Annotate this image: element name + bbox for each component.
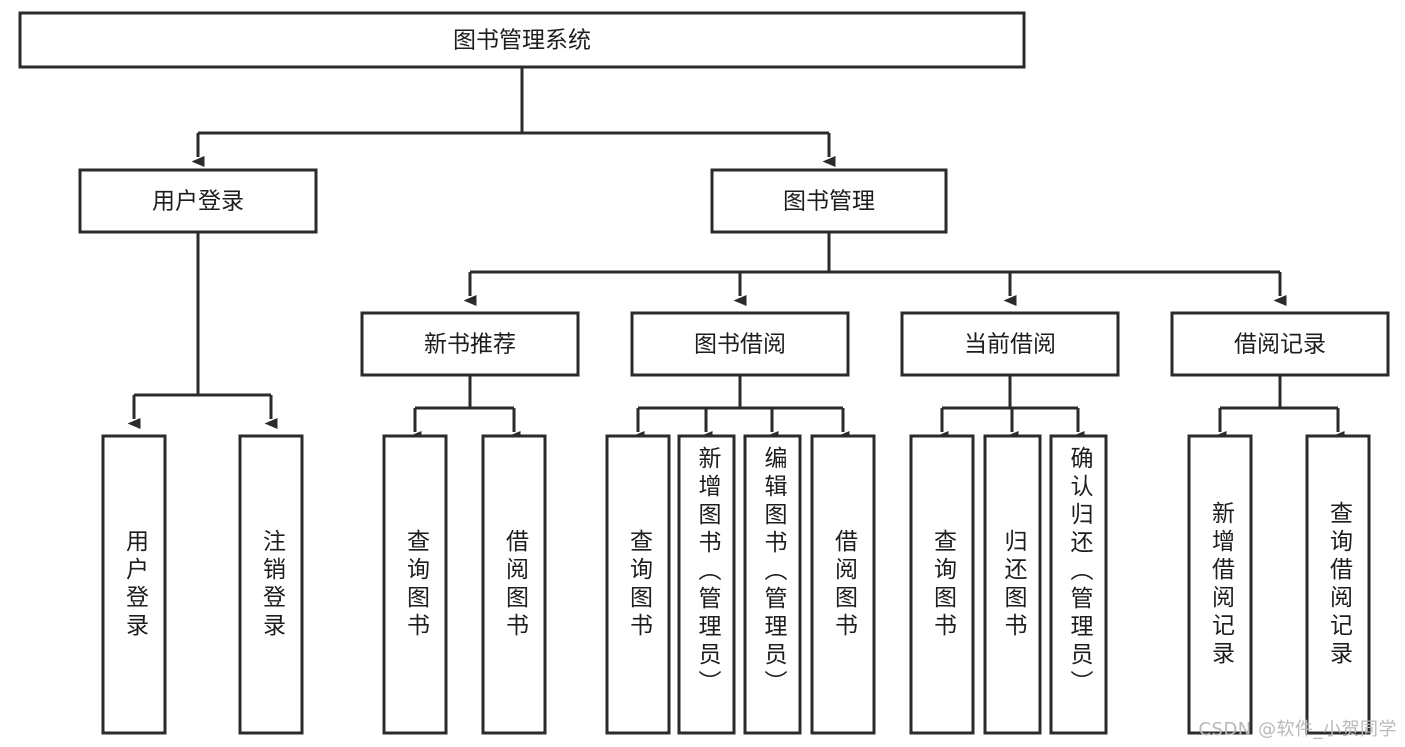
node-leaf-logout-box[interactable] [238, 434, 304, 735]
node-leaf-add-book-box[interactable] [677, 434, 736, 735]
boxes-layer [18, 11, 1390, 735]
node-leaf-user-login-box[interactable] [101, 434, 167, 735]
node-user-login-box[interactable] [78, 168, 318, 234]
node-leaf-confirm-return-box[interactable] [1049, 434, 1108, 735]
node-book-borrow-label: 图书借阅 [694, 332, 786, 358]
node-current-borrow-label: 当前借阅 [964, 332, 1056, 358]
node-borrow-record-box[interactable] [1170, 311, 1390, 377]
node-book-manage-label: 图书管理 [783, 189, 875, 215]
node-book-borrow-box[interactable] [630, 311, 850, 377]
node-leaf-query-book-3-box[interactable] [909, 434, 975, 735]
node-new-book-rec-box[interactable] [360, 311, 580, 377]
node-leaf-borrow-book-2-box[interactable] [810, 434, 876, 735]
node-current-borrow-box[interactable] [900, 311, 1120, 377]
node-leaf-add-record-box[interactable] [1187, 434, 1253, 735]
node-leaf-borrow-book-1-box[interactable] [481, 434, 547, 735]
node-leaf-query-record-box[interactable] [1305, 434, 1371, 735]
watermark-text: CSDN @软件_小贺同学 [1198, 719, 1397, 740]
node-leaf-edit-book-box[interactable] [743, 434, 802, 735]
node-borrow-record-label: 借阅记录 [1234, 332, 1326, 358]
node-leaf-query-book-2-box[interactable] [605, 434, 671, 735]
connectors-layer [127, 67, 1345, 442]
node-root-label: 图书管理系统 [453, 28, 591, 54]
node-new-book-rec-label: 新书推荐 [424, 332, 516, 358]
node-user-login-label: 用户登录 [152, 189, 244, 215]
node-root-box[interactable] [18, 11, 1026, 69]
node-leaf-query-book-1-box[interactable] [382, 434, 448, 735]
node-leaf-return-book-box[interactable] [983, 434, 1042, 735]
node-book-manage-box[interactable] [710, 168, 948, 234]
